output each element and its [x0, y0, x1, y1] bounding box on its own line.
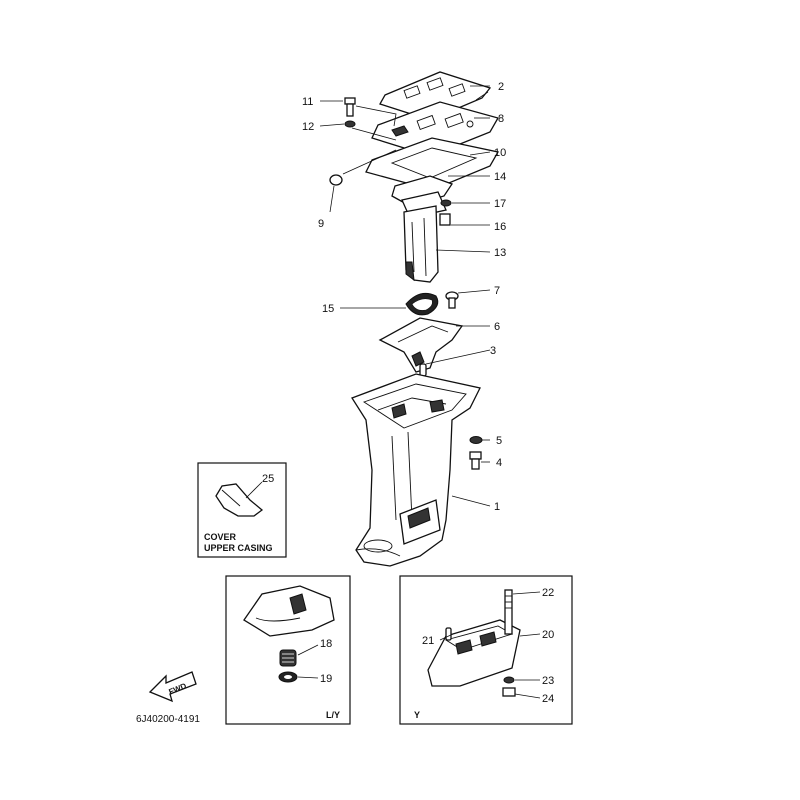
fwd-arrow-icon: FWD [148, 671, 197, 703]
inset-cover-upper-casing: 25 COVER UPPER CASING [197, 462, 287, 558]
callout-25: 25 [262, 473, 274, 485]
plug-9 [329, 174, 343, 186]
dowel-pin-3 [419, 363, 427, 377]
callout-10: 10 [494, 147, 506, 159]
callout-17: 17 [494, 198, 506, 210]
stud-22 [504, 589, 513, 635]
callout-labels: 2 8 10 14 17 16 13 7 6 3 5 4 1 11 12 9 1… [302, 81, 506, 513]
diagram-code: 6J40200-4191 [136, 714, 200, 725]
inset-y: 22 21 20 23 24 Y [399, 575, 573, 725]
ly-tag: L/Y [326, 710, 340, 720]
cover-label-line2: UPPER CASING [204, 543, 273, 553]
bolt-11 [344, 97, 356, 117]
exhaust-tube-13 [403, 205, 439, 283]
leader-lines [319, 85, 491, 507]
bolt-7 [445, 291, 459, 309]
callout-21: 21 [422, 635, 434, 647]
washer-19 [278, 671, 298, 683]
nut-24 [502, 687, 516, 697]
callout-18: 18 [320, 638, 332, 650]
callout-7: 7 [494, 285, 500, 297]
washer-23 [503, 676, 515, 684]
washer-17 [440, 199, 452, 207]
callout-20: 20 [542, 629, 554, 641]
y-tag: Y [414, 710, 420, 720]
bolt-4 [469, 451, 482, 470]
seal-15 [405, 292, 439, 316]
callout-2: 2 [498, 81, 504, 93]
cover-label-line1: COVER [204, 532, 237, 542]
callout-8: 8 [498, 113, 504, 125]
plate-8 [371, 101, 499, 157]
bracket-6 [378, 317, 464, 373]
callout-22: 22 [542, 587, 554, 599]
inset-ly: 18 19 L/Y [225, 575, 351, 725]
callout-11: 11 [302, 96, 313, 108]
callout-5: 5 [496, 435, 502, 447]
callout-24: 24 [542, 693, 554, 705]
callout-15: 15 [322, 303, 334, 315]
washer-5 [469, 436, 483, 444]
callout-4: 4 [496, 457, 502, 469]
washer-12 [344, 120, 356, 128]
gasket-10 [365, 137, 500, 191]
pin-21 [445, 627, 452, 641]
callout-13: 13 [494, 247, 506, 259]
callout-6: 6 [494, 321, 500, 333]
callout-9: 9 [318, 218, 324, 230]
callout-19: 19 [320, 673, 332, 685]
callout-14: 14 [494, 171, 506, 183]
callout-3: 3 [490, 345, 496, 357]
upper-casing-1 [351, 373, 481, 567]
callout-12: 12 [302, 121, 314, 133]
callout-1: 1 [494, 501, 500, 513]
callout-16: 16 [494, 221, 506, 233]
bolt-16 [439, 213, 451, 226]
callout-23: 23 [542, 675, 554, 687]
gasket-plate-2 [379, 71, 492, 121]
filter-18 [279, 649, 297, 667]
